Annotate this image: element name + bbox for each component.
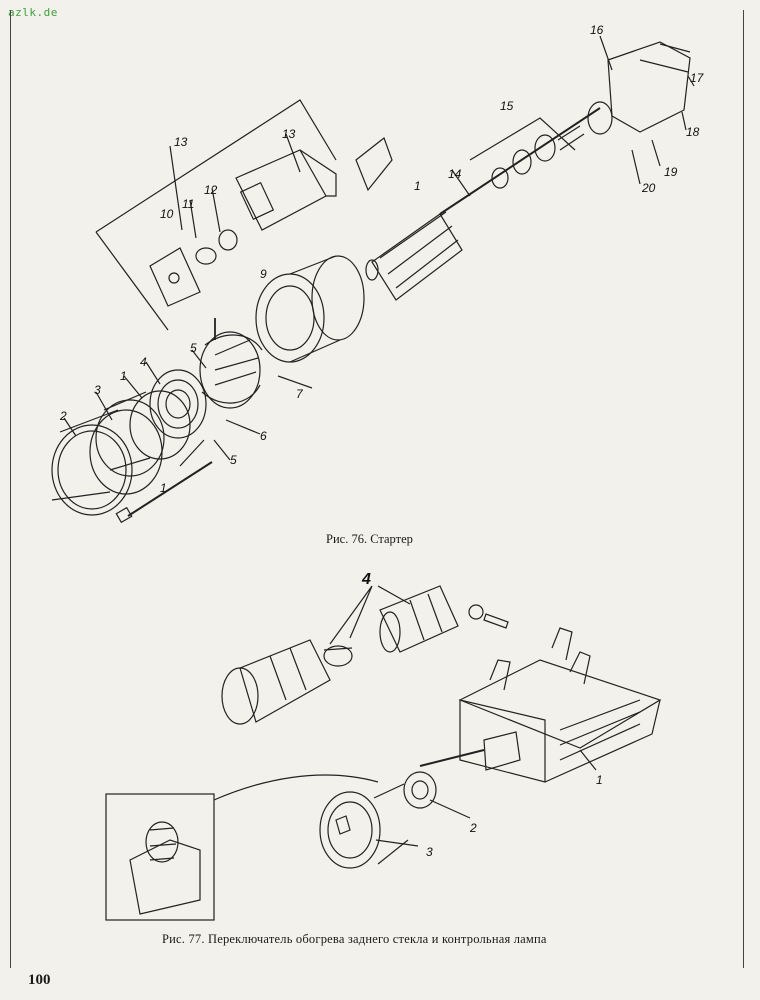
callout-14: 14 bbox=[448, 167, 462, 181]
drive-assembly-15 bbox=[491, 101, 613, 189]
callout-17: 17 bbox=[690, 71, 705, 85]
bracket-13 bbox=[95, 99, 337, 233]
callout-11: 12 bbox=[204, 183, 218, 197]
figure-76-caption: Рис. 76. Стартер bbox=[326, 532, 413, 546]
page-number: 100 bbox=[28, 972, 51, 988]
callout-2: 2 bbox=[59, 409, 67, 423]
callout-4: 4 bbox=[140, 355, 147, 369]
callout-19: 19 bbox=[664, 165, 678, 179]
washer-11 bbox=[218, 229, 238, 251]
callout-20: 20 bbox=[641, 181, 656, 195]
callout-1-top: 1 bbox=[414, 179, 421, 193]
callout-8: 9 bbox=[260, 267, 267, 281]
through-bolt bbox=[115, 461, 213, 524]
drive-lever bbox=[355, 137, 393, 192]
figure-77-caption: Рис. 77. Переключатель обогрева заднего … bbox=[162, 932, 547, 946]
switch-block-1 bbox=[419, 627, 662, 783]
indicator-lamp-housing bbox=[221, 639, 331, 725]
brush-holder-plate-4 bbox=[149, 369, 207, 439]
inset-detail bbox=[105, 774, 379, 921]
callout-7: 7 bbox=[296, 387, 304, 401]
lamp-socket bbox=[379, 585, 459, 653]
callout-1-bolt: 1 bbox=[160, 481, 167, 495]
knob-3 bbox=[319, 783, 409, 869]
washer-10 bbox=[195, 247, 217, 265]
callout-5-lower: 5 bbox=[230, 453, 237, 467]
callout-5-upper: 5 bbox=[190, 341, 197, 355]
callout-6: 6 bbox=[260, 429, 267, 443]
lamp-bulb bbox=[323, 645, 353, 667]
callout-16: 16 bbox=[590, 23, 604, 37]
callout-15: 15 bbox=[500, 99, 514, 113]
callout-3: 3 bbox=[94, 383, 101, 397]
contact-plate-9 bbox=[149, 247, 201, 307]
starter-housing bbox=[255, 255, 365, 363]
callout-77-4: 4 bbox=[361, 571, 371, 588]
armature-14 bbox=[365, 107, 601, 301]
callout-10: 11 bbox=[182, 197, 194, 211]
callout-12: 13 bbox=[282, 127, 296, 141]
callout-18: 18 bbox=[686, 125, 700, 139]
screw bbox=[483, 613, 509, 629]
field-coils-7 bbox=[199, 318, 263, 409]
callout-13: 13 bbox=[174, 135, 188, 149]
callout-9: 10 bbox=[160, 207, 174, 221]
page-frame bbox=[10, 10, 744, 968]
bracket-15 bbox=[469, 117, 576, 161]
callout-1-left: 1 bbox=[120, 369, 127, 383]
nut-2 bbox=[403, 771, 437, 809]
callout-77-3: 3 bbox=[426, 845, 433, 859]
drive-end-housing-16 bbox=[607, 41, 691, 133]
callout-77-2: 2 bbox=[469, 821, 477, 835]
callout-77-1: 1 bbox=[596, 773, 603, 787]
watermark: azlk.de bbox=[8, 6, 58, 19]
washer bbox=[468, 604, 484, 620]
solenoid-12 bbox=[235, 149, 337, 231]
